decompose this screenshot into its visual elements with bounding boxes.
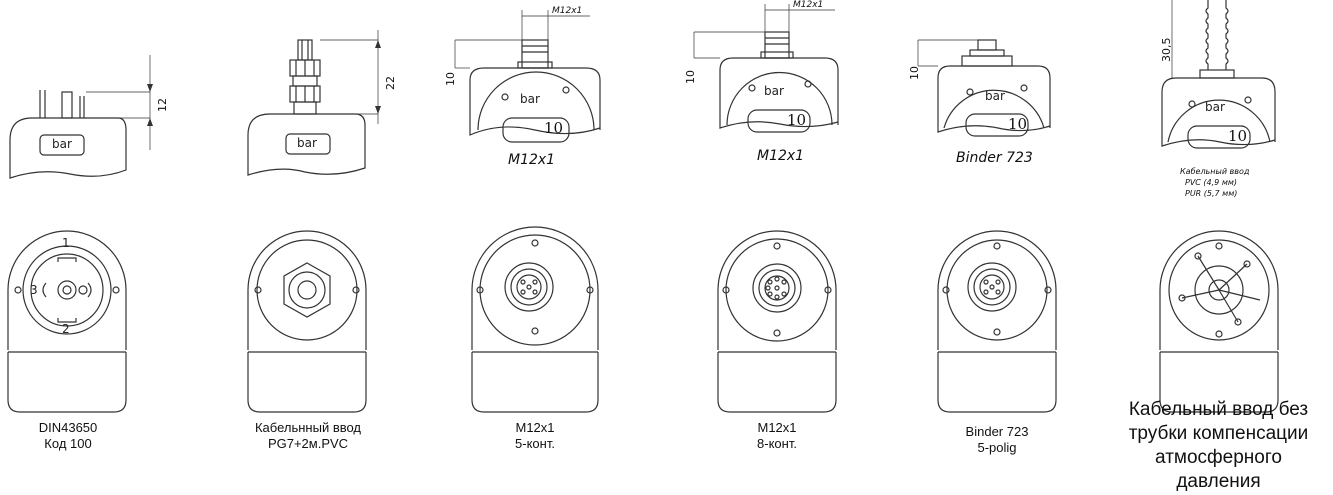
caption-din-line1: DIN43650: [38, 420, 98, 435]
din-pin-1: 1: [62, 236, 70, 250]
cable-side-view: [1161, 0, 1276, 149]
caption-m12-8pin: M12x1 8-конт.: [717, 420, 837, 452]
caption-m12-5-line1: M12x1: [515, 420, 555, 435]
cable-entry-pvc: PVC (4,9 мм): [1185, 178, 1238, 187]
caption-cable-line3: атмосферного: [1155, 447, 1282, 468]
caption-m12-5-line2: 5-конт.: [515, 436, 555, 451]
m12-5pin-side-view: [454, 10, 601, 143]
binder-front-view: [937, 230, 1057, 413]
din-side-view: [9, 55, 153, 179]
dim-10-b: 10: [684, 70, 697, 84]
pg7-side-view: [247, 30, 381, 176]
top-label-m12-a: M12x1: [508, 152, 556, 168]
caption-cable-line1: Кабельный ввод без: [1128, 399, 1309, 420]
caption-cable-line2: трубки компенсации: [1128, 423, 1309, 444]
caption-din-line2: Код 100: [44, 436, 92, 451]
caption-pg7-line1: Кабельнный ввод: [254, 420, 362, 435]
din-pin-3: 3: [30, 283, 38, 297]
caption-pg7: Кабельнный ввод PG7+2м.PVC: [228, 420, 388, 452]
binder-side-view: [917, 39, 1051, 137]
din-front-view: [7, 230, 127, 413]
cable-front-view: [1159, 230, 1279, 413]
m12-8pin-front-view: [717, 230, 837, 413]
dim-10-a: 10: [444, 72, 457, 86]
m12-5pin-front-view: [471, 226, 599, 413]
number-label-6: 10: [1228, 127, 1248, 145]
bar-label-3: bar: [520, 92, 540, 106]
caption-binder: Binder 723 5-polig: [937, 424, 1057, 456]
number-label-3: 10: [544, 119, 564, 137]
cable-entry-title: Кабельный ввод: [1180, 167, 1250, 176]
caption-pg7-line2: PG7+2м.PVC: [267, 436, 349, 451]
bar-label-2: bar: [297, 136, 317, 150]
bar-label-5: bar: [985, 89, 1005, 103]
caption-m12-5pin: M12x1 5-конт.: [475, 420, 595, 452]
m12-8pin-side-view: [693, 4, 839, 133]
caption-m12-8-line1: M12x1: [757, 420, 797, 435]
caption-binder-line1: Binder 723: [965, 424, 1029, 439]
caption-cable-line4: давления: [1176, 471, 1261, 492]
top-label-m12-b: M12x1: [757, 148, 805, 164]
pg7-front-view: [247, 230, 367, 413]
caption-binder-line2: 5-polig: [977, 440, 1017, 455]
thread-label-a: M12x1: [552, 6, 583, 16]
bar-label-4: bar: [764, 84, 784, 98]
number-label-5: 10: [1008, 115, 1028, 133]
top-label-binder: Binder 723: [956, 150, 1033, 166]
dim-12-label: 12: [156, 98, 169, 112]
dim-30-5: 30,5: [1160, 37, 1173, 63]
number-label-4: 10: [787, 111, 807, 129]
cable-entry-pur: PUR (5,7 мм): [1185, 189, 1238, 198]
din-pin-2: 2: [62, 322, 70, 336]
caption-cable-no-tube: Кабельный ввод без трубки компенсации ат…: [1104, 398, 1333, 494]
caption-m12-8-line2: 8-конт.: [757, 436, 797, 451]
bar-label-1: bar: [52, 137, 72, 151]
thread-label-b: M12x1: [793, 0, 824, 10]
caption-din43650: DIN43650 Код 100: [8, 420, 128, 452]
bar-label-6: bar: [1205, 100, 1225, 114]
dim-10-c: 10: [908, 66, 921, 80]
dim-22-label: 22: [384, 76, 397, 90]
